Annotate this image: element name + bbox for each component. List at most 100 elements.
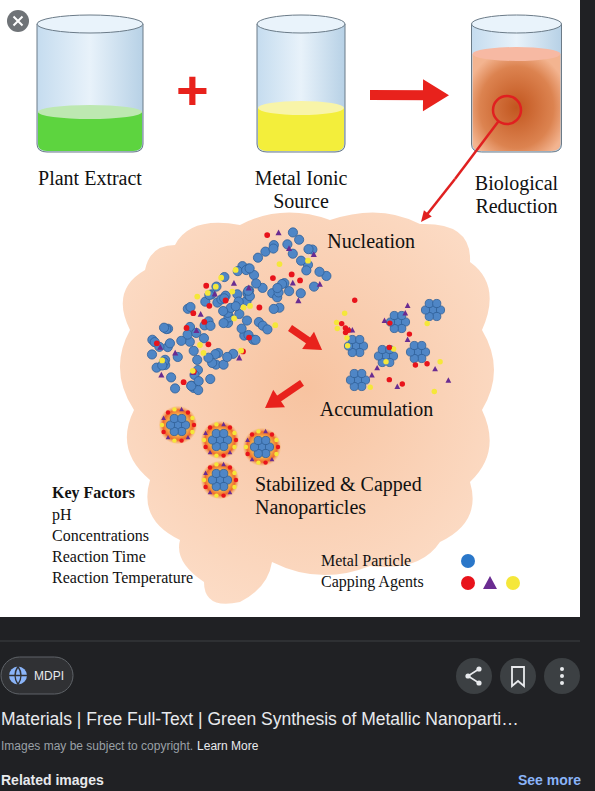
capping-agent-triangle (317, 281, 323, 287)
metal-particle (251, 335, 260, 344)
arrow-head (421, 210, 432, 222)
capping-agent-red (228, 425, 232, 429)
capping-agent-yellow (159, 358, 165, 364)
flow-arrow (370, 79, 449, 111)
capping-agent-red (346, 327, 351, 332)
metal-particle (220, 294, 229, 303)
capping-agent-yellow (213, 284, 219, 290)
beaker-rim (472, 15, 562, 33)
metal-particle (356, 348, 364, 356)
metal-particle (219, 318, 228, 327)
capping-agent-triangle (250, 457, 255, 461)
capping-agent-yellow (383, 359, 388, 364)
capping-agent-triangle (445, 377, 451, 382)
metal-particle (167, 373, 176, 382)
legend-row: Metal Particle (318, 551, 538, 572)
metal-particle (233, 267, 242, 276)
capping-agent-red (208, 425, 212, 429)
capping-agent-yellow (432, 389, 437, 394)
focus-leader (455, 121, 499, 179)
nanoparticle-stage: Stabilized & Capped Nanoparticles (155, 405, 450, 530)
capping-agent-red (250, 432, 254, 436)
capping-agent-triangle (263, 429, 268, 433)
capping-agent-yellow (160, 423, 164, 427)
metal-particle (206, 374, 215, 383)
plus-sign: + (176, 60, 209, 120)
capping-agent-yellow (214, 493, 218, 497)
section-heading: Related images (1, 771, 104, 789)
capping-agent-triangle (236, 355, 242, 361)
capping-agent-red (192, 423, 196, 427)
source-name: MDPI (34, 668, 64, 684)
metal-source-beaker: Metal Ionic Source (240, 12, 362, 212)
metal-particle (358, 382, 366, 390)
capping-agent-red (208, 465, 212, 469)
capping-agent-red (339, 321, 344, 326)
metal-particle (242, 316, 251, 325)
capping-agent-red (221, 493, 225, 497)
metal-particle (220, 442, 228, 450)
metal-particle (269, 244, 278, 253)
capping-agent-yellow (194, 294, 200, 300)
capping-agent-red (289, 272, 295, 278)
capping-agent-triangle (208, 450, 213, 454)
stage-label: Accumulation (295, 398, 458, 421)
legend-purple-triangle (483, 576, 497, 589)
flow-arrow (290, 328, 322, 350)
stage-label: Stabilized & Capped Nanoparticles (255, 473, 450, 519)
capping-agent-red (161, 430, 165, 434)
stage-label: Biological Reduction (455, 172, 578, 218)
capping-agent-red (257, 305, 263, 311)
metal-particle (170, 414, 178, 422)
capping-agent-yellow (190, 430, 194, 434)
capping-agent-red (387, 345, 392, 350)
capping-agent-triangle (228, 450, 233, 454)
capping-agent-yellow (190, 416, 194, 420)
capping-agent-yellow (437, 359, 442, 364)
capping-agent-red (424, 361, 429, 366)
beaker-glass (37, 24, 143, 152)
capping-agent-yellow (241, 305, 247, 311)
capping-agent-triangle (275, 230, 281, 236)
beaker-rim (257, 15, 345, 33)
capping-agent-yellow (172, 407, 176, 411)
legend-swatch (458, 551, 528, 572)
capping-agent-red (234, 438, 238, 442)
capping-agent-triangle (212, 291, 218, 297)
metal-particle (220, 469, 228, 477)
metal-particle (296, 289, 305, 298)
diagram-ground (0, 0, 580, 617)
metal-particle (206, 321, 215, 330)
capping-agent-red (246, 335, 252, 341)
see-more-link: See more (518, 771, 581, 789)
capping-agent-red (270, 275, 276, 281)
capping-halo (159, 406, 197, 444)
share-button (456, 658, 492, 694)
capping-agent-red (264, 232, 270, 238)
capping-agent-triangle (193, 327, 199, 333)
metal-particle (262, 449, 270, 457)
metal-particle (220, 429, 228, 437)
beaker-drawing (28, 12, 152, 162)
capping-agent-yellow (233, 267, 239, 273)
accumulation-stage: Accumulation (295, 292, 458, 425)
metal-particle (418, 354, 426, 362)
legend-text: Metal Particle (321, 551, 411, 571)
capping-agent-red (228, 465, 232, 469)
capping-agent-yellow (202, 478, 206, 482)
metal-particle (295, 235, 304, 244)
capping-agent-yellow (172, 438, 176, 442)
metal-particle (273, 283, 282, 292)
capping-agent-triangle (228, 490, 233, 494)
metal-particle (194, 377, 203, 386)
capping-agent-yellow (238, 348, 244, 354)
capping-agent-triangle (374, 365, 380, 370)
capping-agent-red (190, 310, 196, 316)
capping-agent-yellow (232, 445, 236, 449)
capping-agent-triangle (179, 407, 184, 411)
metal-particle (390, 311, 398, 319)
capping-agent-yellow (272, 322, 278, 328)
legend-row: Capping Agents (318, 572, 538, 593)
capping-agent-triangle (172, 350, 178, 356)
